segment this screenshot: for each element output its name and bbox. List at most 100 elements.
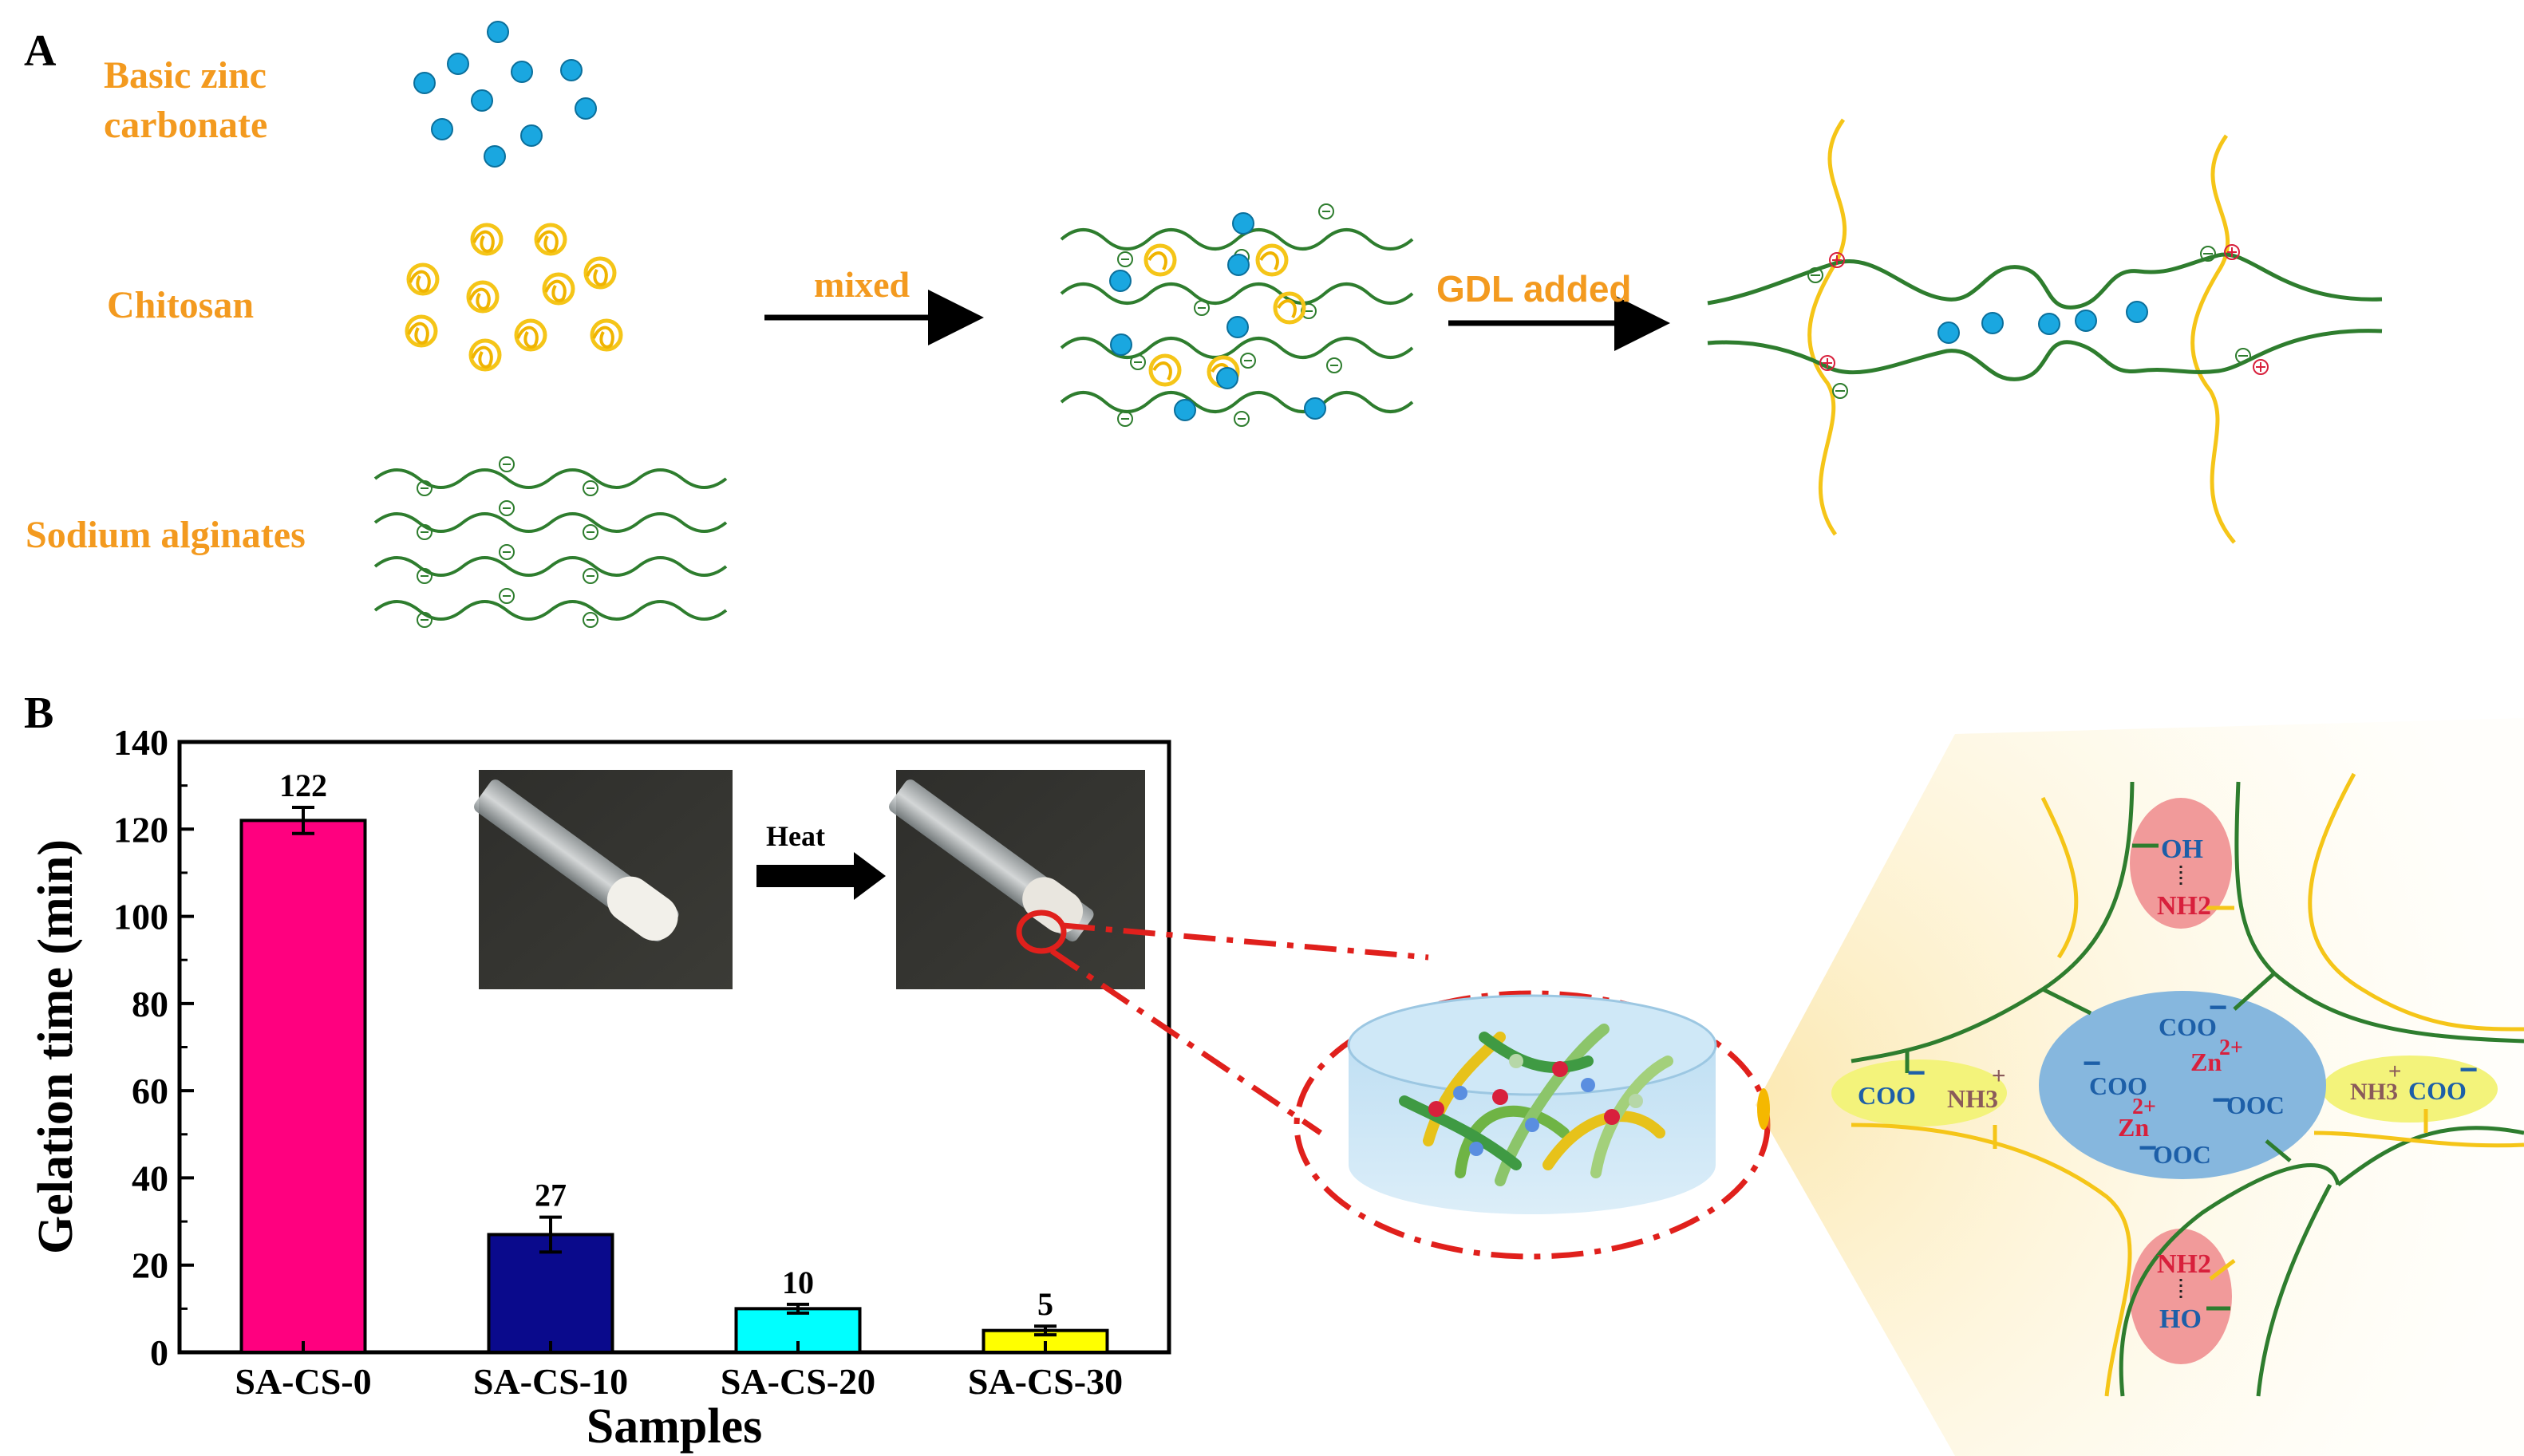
mixed-chitosan-coil [1148,353,1182,387]
chitosan-coils [405,223,623,372]
chitosan-coil [406,262,440,296]
mech-coo-right: COO [2408,1076,2467,1105]
y-tick-label: 40 [132,1158,168,1198]
chitosan-coil [583,256,617,290]
y-tick-label: 60 [132,1071,168,1111]
chitosan-coil [466,280,500,314]
mixed-network [1060,203,1414,427]
mixed-alginate-chain [1060,228,1414,251]
error-bar [292,805,314,835]
negative-charge [499,500,515,516]
negative-charge [417,612,433,628]
mixed-zinc-particle [1216,367,1238,389]
mech-ho: HO [2159,1304,2202,1334]
mech-ooc-bottom-charge: − [2139,1130,2157,1166]
mech-nh2-top: NH2 [2157,891,2211,921]
mech-zn-top-charge: 2+ [2219,1036,2243,1060]
mixed-zinc-particle [1226,316,1249,338]
mech-coo-center-left-charge: − [2083,1046,2101,1081]
panel-b-label: B [24,689,53,738]
mech-coo-left-charge: − [1907,1056,1926,1091]
mech-coo-center-left: COO [2089,1071,2147,1100]
alginate-chain [373,556,728,577]
y-tick-label: 80 [132,984,168,1024]
gel-photo [889,770,1145,989]
mech-coo-right-charge: − [2459,1052,2478,1087]
mixed-zinc-particle [1174,399,1196,421]
sol-photo [474,770,733,989]
mech-nh3-right: NH3 [2350,1079,2398,1105]
x-tick-label: SA-CS-20 [721,1361,875,1402]
basic-zinc-carbonate-label-line1: Basic zinc [104,54,267,97]
mech-nh3-left: NH3 [1947,1084,1998,1113]
negative-charge [1326,357,1342,373]
heat-label: Heat [766,820,825,852]
mixed-alginate-chain [1060,391,1414,413]
negative-charge [1194,300,1210,316]
negative-charge [583,480,598,496]
gdl-added-label: GDL added [1436,268,1632,310]
sodium-alginate-chains [373,456,728,628]
bar-data-label: 27 [535,1178,567,1213]
mech-ooc-right: OOC [2226,1091,2285,1119]
negative-charge [499,456,515,472]
hydrogel-disc-illustration [1347,994,1717,1214]
crosslinked-network [1707,118,2383,544]
y-axis-label: Gelation time (min) [29,839,83,1254]
negative-charge [583,568,598,584]
mixed-chitosan-coil [1144,243,1177,277]
mech-nh3-right-charge: + [2388,1059,2401,1083]
crosslink-mechanism: OH NH2 NH2 HO COO − NH3 + NH3 + COO − CO… [1831,772,2524,1397]
mixed-alginate-chain [1060,337,1414,359]
mixed-zinc-particle [1232,212,1254,235]
negative-charge [583,524,598,540]
mech-coo-left: COO [1858,1081,1916,1110]
mixed-zinc-particle [1110,333,1132,356]
mech-oh: OH [2161,835,2203,864]
mech-nh2-bottom: NH2 [2157,1249,2211,1279]
y-tick-label: 140 [113,722,168,763]
bar-data-label: 122 [279,767,327,803]
negative-charge [1240,353,1256,369]
mech-ooc-right-charge: − [2212,1083,2230,1118]
negative-charge [417,524,433,540]
error-bar [1034,1324,1057,1337]
mech-nh3-left-charge: + [1992,1063,2006,1089]
bar-data-label: 10 [782,1265,814,1300]
negative-charge [1130,354,1146,370]
y-tick-label: 120 [113,809,168,850]
negative-charge [1301,303,1317,319]
bar-data-label: 5 [1037,1286,1053,1322]
mixed-chitosan-coil [1273,291,1306,325]
mixed-zinc-particle [1109,270,1132,292]
chitosan-coil [405,314,438,348]
x-tick-label: SA-CS-30 [968,1361,1123,1402]
x-tick-label: SA-CS-10 [473,1361,628,1402]
negative-charge [417,480,433,496]
alginate-chain [373,600,728,621]
bar-sa-cs-0 [239,819,367,1355]
chitosan-label: Chitosan [107,284,254,326]
zinc-carbonate-particles [413,21,597,168]
negative-charge [499,544,515,560]
mixed-zinc-particle [1227,254,1250,276]
y-tick-label: 0 [150,1332,168,1373]
chitosan-coil [534,223,567,256]
sodium-alginates-label: Sodium alginates [26,514,306,556]
chitosan-coil [514,318,547,352]
negative-charge [499,588,515,604]
chitosan-coil [542,272,575,306]
chitosan-coil [470,223,504,256]
chitosan-coil [468,338,502,372]
mech-ooc-bottom: OOC [2153,1140,2211,1169]
negative-charge [1234,411,1250,427]
alginate-chain [373,468,728,489]
x-axis-label: Samples [587,1399,762,1454]
error-bar [539,1215,562,1254]
negative-charge [583,612,598,628]
negative-charge [1117,411,1133,427]
alginate-chain [373,512,728,533]
